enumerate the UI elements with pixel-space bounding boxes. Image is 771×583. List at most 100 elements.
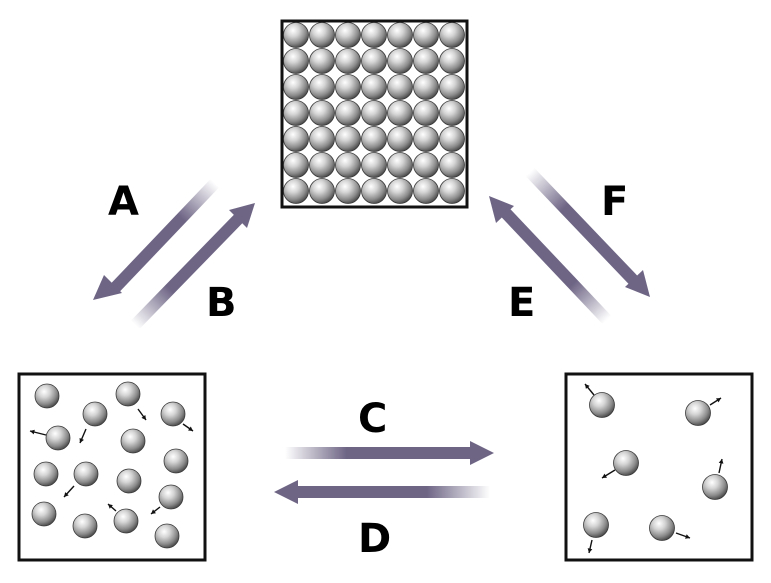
gas-particles — [583, 383, 728, 554]
particle — [387, 22, 413, 48]
particle — [309, 152, 335, 178]
particle — [309, 48, 335, 74]
particle — [413, 74, 439, 100]
particle — [439, 126, 465, 152]
particle — [33, 461, 59, 487]
particle — [361, 178, 387, 204]
particle — [413, 22, 439, 48]
particle — [335, 152, 361, 178]
particle — [283, 178, 309, 204]
particle — [163, 448, 189, 474]
particle — [82, 401, 108, 427]
particle — [387, 74, 413, 100]
particle — [649, 515, 675, 541]
particle — [120, 428, 146, 454]
particle — [583, 512, 609, 538]
motion-arrow — [718, 458, 724, 474]
arrow-c — [285, 441, 494, 465]
particle — [309, 22, 335, 48]
particle — [439, 48, 465, 74]
particle — [361, 152, 387, 178]
motion-arrow — [601, 469, 616, 479]
particle — [113, 508, 139, 534]
particle — [283, 100, 309, 126]
particle — [283, 22, 309, 48]
particle — [439, 152, 465, 178]
arrow-a — [93, 178, 220, 300]
particle — [34, 383, 60, 409]
liquid-box — [17, 372, 207, 562]
solid-particles — [283, 22, 465, 204]
particle — [387, 152, 413, 178]
particle — [45, 425, 71, 451]
particle — [361, 48, 387, 74]
particle — [361, 22, 387, 48]
particle — [158, 484, 184, 510]
particle — [589, 392, 615, 418]
motion-arrow — [182, 423, 194, 432]
particle — [702, 474, 728, 500]
particle — [283, 152, 309, 178]
particle — [387, 178, 413, 204]
particle — [361, 100, 387, 126]
arrow-e — [489, 196, 612, 325]
particle — [413, 178, 439, 204]
label-e: E — [508, 280, 535, 326]
motion-arrow — [584, 383, 595, 396]
particle — [439, 74, 465, 100]
particle — [439, 100, 465, 126]
particle — [154, 523, 180, 549]
particle — [335, 74, 361, 100]
particle — [309, 126, 335, 152]
particle — [309, 178, 335, 204]
motion-arrow — [63, 485, 75, 498]
particle — [361, 74, 387, 100]
liquid-particles — [29, 381, 194, 549]
label-f: F — [601, 179, 628, 225]
motion-arrow — [79, 428, 87, 444]
particle — [309, 74, 335, 100]
particle — [115, 381, 141, 407]
particle — [439, 178, 465, 204]
motion-arrow — [675, 532, 691, 539]
arrow-b — [130, 203, 255, 330]
particle — [335, 100, 361, 126]
arrow-d — [274, 480, 490, 504]
label-a: A — [108, 179, 139, 225]
particle — [283, 48, 309, 74]
particle — [283, 74, 309, 100]
particle — [73, 461, 99, 487]
particle — [685, 400, 711, 426]
label-d: D — [358, 516, 391, 562]
motion-arrow — [29, 429, 47, 436]
particle — [361, 126, 387, 152]
particle — [160, 401, 186, 427]
particle — [439, 22, 465, 48]
arrow-f — [525, 167, 650, 297]
particle — [72, 513, 98, 539]
particle — [387, 126, 413, 152]
motion-arrow — [107, 503, 117, 512]
particle — [335, 178, 361, 204]
particle — [613, 450, 639, 476]
particle — [335, 126, 361, 152]
motion-arrow — [587, 539, 593, 554]
particle — [116, 468, 142, 494]
particle — [413, 126, 439, 152]
gas-box — [564, 372, 754, 562]
particle — [335, 48, 361, 74]
particle — [335, 22, 361, 48]
motion-arrow — [150, 506, 161, 515]
particle — [31, 501, 57, 527]
particle — [387, 48, 413, 74]
motion-arrow — [709, 397, 722, 406]
solid-box — [280, 19, 469, 209]
particle — [309, 100, 335, 126]
particle — [413, 100, 439, 126]
particle — [283, 126, 309, 152]
label-c: C — [358, 396, 387, 442]
particle — [413, 48, 439, 74]
particle — [387, 100, 413, 126]
particle — [413, 152, 439, 178]
